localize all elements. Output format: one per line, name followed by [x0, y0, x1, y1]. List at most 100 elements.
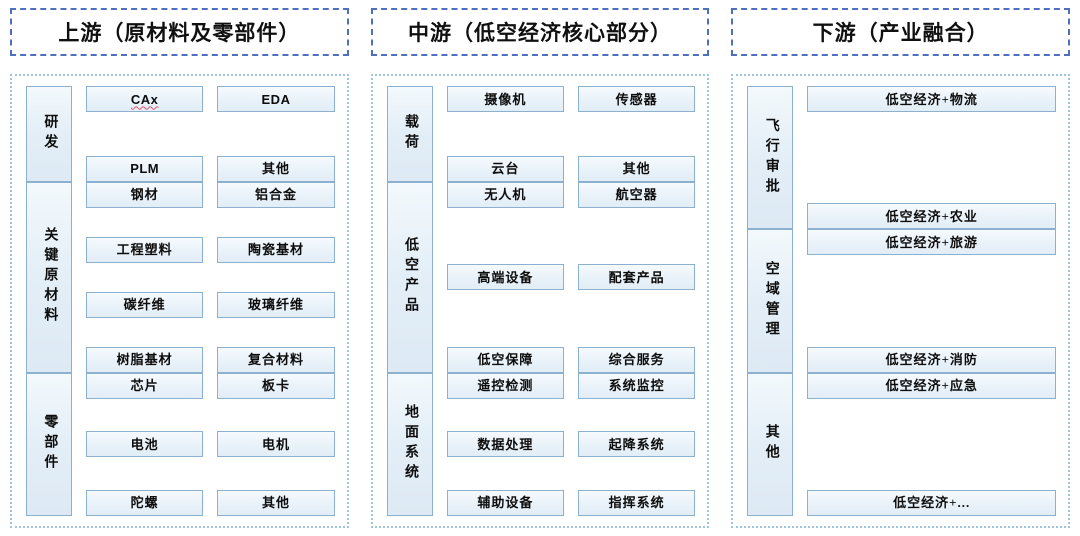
group-label-box: 载荷 [386, 86, 433, 182]
item-box[interactable]: 传感器 [578, 86, 696, 112]
column-header-midstream: 中游（低空经济核心部分） [370, 8, 710, 56]
item-box[interactable]: 电机 [217, 431, 335, 458]
group-label-text: 地面系统 [403, 404, 419, 485]
item-label: 陶瓷基材 [247, 242, 304, 258]
item-box[interactable]: 航空器 [578, 181, 696, 208]
group-label-box: 关键原材料 [26, 181, 72, 373]
group-payload: 载荷 摄像机 传感器 云台 其他 [386, 86, 696, 182]
item-box[interactable]: 板卡 [217, 372, 335, 399]
column-header-title: 中游（低空经济核心部分） [408, 21, 672, 45]
item-label: 辅助设备 [477, 495, 534, 511]
item-box[interactable]: 其他 [217, 155, 335, 182]
item-label: 航空器 [615, 187, 658, 203]
item-label: 其他 [261, 495, 290, 511]
item-label: 芯片 [130, 378, 159, 394]
item-box[interactable]: 陀螺 [86, 489, 204, 516]
item-label: 玻璃纤维 [247, 297, 304, 313]
group-rnd: 研发 CAx EDA PLM 其他 [26, 86, 335, 182]
item-box[interactable]: 钢材 [86, 181, 204, 208]
group-label-text: 飞行审批 [763, 117, 779, 198]
group-label-text: 空域管理 [763, 260, 779, 341]
item-label: 配套产品 [608, 269, 665, 285]
item-box[interactable]: 碳纤维 [86, 291, 204, 318]
item-box[interactable]: 配套产品 [578, 264, 696, 291]
group-label-box: 地面系统 [386, 372, 433, 516]
item-label: 无人机 [484, 187, 527, 203]
item-label: 板卡 [261, 378, 290, 394]
item-label: 高端设备 [477, 269, 534, 285]
item-box[interactable]: 芯片 [86, 372, 204, 399]
item-label: 铝合金 [254, 187, 297, 203]
item-box[interactable]: 低空经济+物流 [807, 86, 1057, 112]
item-box[interactable]: 辅助设备 [446, 489, 564, 516]
item-box[interactable]: 综合服务 [578, 346, 696, 373]
column-body-midstream: 载荷 摄像机 传感器 云台 其他 低空产品 [370, 74, 710, 528]
group-label-box: 飞行审批 [747, 86, 794, 230]
item-box[interactable]: 电池 [86, 431, 204, 458]
item-box[interactable]: 低空经济+应急 [807, 372, 1057, 399]
item-box[interactable]: 其他 [578, 155, 696, 182]
item-box[interactable]: 低空经济+消防 [807, 346, 1057, 373]
group-ground-system: 地面系统 遥控检测 系统监控 数据处理 起降系统 辅助设备 指挥系统 [386, 372, 696, 516]
column-downstream: 下游（产业融合） 飞行审批 低空经济+物流 低空经济+农业 空域管理 [731, 8, 1071, 528]
group-items-grid: 摄像机 传感器 云台 其他 [446, 86, 696, 182]
group-low-altitude-products: 低空产品 无人机 航空器 高端设备 配套产品 低空保障 综合服务 [386, 181, 696, 373]
group-label-box: 低空产品 [386, 181, 433, 373]
item-box[interactable]: PLM [86, 155, 204, 182]
group-label-text: 研发 [42, 113, 58, 154]
group-items-grid: 钢材 铝合金 工程塑料 陶瓷基材 碳纤维 玻璃纤维 树脂基材 复合材料 [86, 181, 335, 373]
item-box[interactable]: 低空经济+农业 [807, 203, 1057, 230]
item-box[interactable]: 无人机 [446, 181, 564, 208]
item-box[interactable]: 低空经济+... [807, 489, 1057, 516]
item-box[interactable]: 复合材料 [217, 346, 335, 373]
group-items-grid: 芯片 板卡 电池 电机 陀螺 其他 [86, 372, 335, 516]
item-box[interactable]: 遥控检测 [446, 372, 564, 399]
item-box[interactable]: 系统监控 [578, 372, 696, 399]
item-box[interactable]: CAx [86, 86, 204, 112]
item-box[interactable]: 高端设备 [446, 264, 564, 291]
item-label: 指挥系统 [608, 495, 665, 511]
item-box[interactable]: 工程塑料 [86, 236, 204, 263]
group-items-grid: 低空经济+物流 低空经济+农业 [807, 86, 1057, 230]
item-label: 其他 [622, 161, 651, 177]
group-label-text: 关键原材料 [42, 227, 58, 328]
group-items-grid: 低空经济+应急 低空经济+... [807, 372, 1057, 516]
item-box[interactable]: 铝合金 [217, 181, 335, 208]
item-label: 遥控检测 [477, 378, 534, 394]
item-box[interactable]: 云台 [446, 155, 564, 182]
group-flight-approval: 飞行审批 低空经济+物流 低空经济+农业 [747, 86, 1057, 230]
column-upstream: 上游（原材料及零部件） 研发 CAx EDA PLM 其他 [10, 8, 349, 528]
item-box[interactable]: 玻璃纤维 [217, 291, 335, 318]
column-header-upstream: 上游（原材料及零部件） [10, 8, 349, 56]
item-label: EDA [261, 91, 291, 107]
group-items-grid: CAx EDA PLM 其他 [86, 86, 335, 182]
item-label: 低空经济+应急 [885, 378, 978, 394]
item-box[interactable]: 低空经济+旅游 [807, 229, 1057, 256]
item-label: PLM [130, 161, 160, 177]
item-label: 电池 [130, 436, 159, 452]
item-label: 树脂基材 [116, 352, 173, 368]
group-label-box: 研发 [26, 86, 72, 182]
item-box[interactable]: 低空保障 [446, 346, 564, 373]
item-label: 低空经济+旅游 [885, 234, 978, 250]
group-items-grid: 遥控检测 系统监控 数据处理 起降系统 辅助设备 指挥系统 [446, 372, 696, 516]
group-label-box: 零部件 [26, 372, 72, 516]
item-box[interactable]: 其他 [217, 489, 335, 516]
column-header-title: 上游（原材料及零部件） [58, 21, 301, 45]
item-box[interactable]: 摄像机 [446, 86, 564, 112]
item-label: 复合材料 [247, 352, 304, 368]
item-box[interactable]: 树脂基材 [86, 346, 204, 373]
item-label: 陀螺 [130, 495, 159, 511]
item-box[interactable]: 数据处理 [446, 431, 564, 458]
item-box[interactable]: 指挥系统 [578, 489, 696, 516]
column-header-title: 下游（产业融合） [812, 21, 989, 45]
column-body-upstream: 研发 CAx EDA PLM 其他 关键原材料 [10, 74, 349, 528]
group-label-box: 空域管理 [747, 229, 794, 373]
column-midstream: 中游（低空经济核心部分） 载荷 摄像机 传感器 云台 其他 [370, 8, 710, 528]
group-items-grid: 低空经济+旅游 低空经济+消防 [807, 229, 1057, 373]
item-box[interactable]: 陶瓷基材 [217, 236, 335, 263]
item-box[interactable]: EDA [217, 86, 335, 112]
item-label: 综合服务 [608, 352, 665, 368]
item-box[interactable]: 起降系统 [578, 431, 696, 458]
